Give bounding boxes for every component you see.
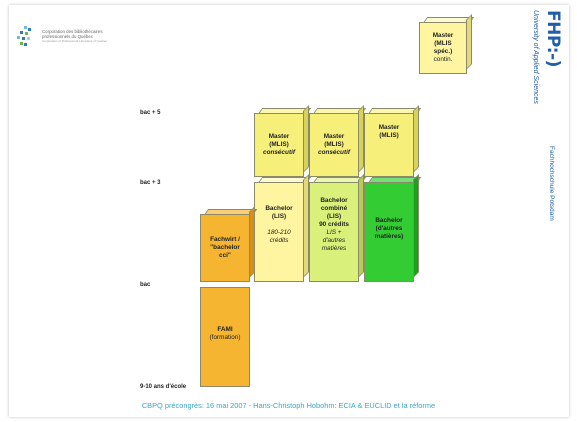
level-bac: bac — [140, 282, 151, 288]
block-line: (MLIS — [434, 40, 452, 47]
block-master-consecutif-1: Master (MLIS) consécutif — [254, 105, 312, 177]
fhp-subtitle-german: Fachhochschule Potsdam — [548, 146, 555, 221]
block-line: combiné — [320, 205, 348, 212]
block-title: Bachelor — [375, 217, 403, 224]
block-note: d'autres — [322, 237, 346, 244]
block-bachelor-autres: Bachelor (d'autres matières) — [364, 174, 422, 282]
logo-line-1: Corporation des bibliothécaires — [42, 29, 103, 34]
fhp-subtitle-english: University of Applied Sciences — [532, 10, 539, 104]
block-line: cci" — [219, 252, 231, 259]
block-master-3: Master (MLIS) — [364, 105, 422, 177]
cbpq-logo-text: Corporation des bibliothécaires professi… — [42, 29, 162, 45]
block-note: contin. — [433, 56, 453, 63]
block-note: crédits — [269, 237, 289, 244]
level-bac3: bac + 3 — [140, 180, 161, 186]
block-line: (formation) — [209, 334, 241, 341]
slide-footer: CBPQ précongrès: 16 mai 2007 - Hans-Chri… — [141, 401, 436, 410]
block-title: FAMI — [217, 326, 233, 333]
block-fami: FAMI (formation) — [200, 287, 250, 387]
block-line: (MLIS) — [324, 141, 344, 148]
logo-line-3: Corporation of Professional Librarians o… — [42, 39, 108, 44]
block-line: "bachelor — [210, 244, 240, 251]
block-line: (MLIS) — [379, 132, 399, 139]
block-fachwirt: Fachwirt / "bachelor cci" — [200, 206, 258, 282]
block-title: Master — [378, 124, 400, 131]
block-line: (LIS) — [271, 213, 287, 220]
block-line: (MLIS) — [269, 141, 289, 148]
block-title: Master — [268, 133, 290, 140]
block-bachelor-combine: Bachelor combiné (LIS) 90 crédits LIS + … — [309, 174, 367, 282]
block-title: Bachelor — [320, 197, 348, 204]
block-title: Master — [323, 133, 345, 140]
fhp-logo: FHP:-) — [543, 10, 563, 67]
level-bac5: bac + 5 — [140, 110, 161, 116]
block-line: (d'autres — [375, 225, 403, 232]
block-line: (LIS) — [326, 213, 342, 220]
block-line: matières) — [374, 233, 404, 240]
block-title: Fachwirt / — [210, 236, 240, 243]
block-master-spec: Master (MLIS spéc.) contin. — [419, 14, 475, 74]
block-line: spéc.) — [433, 48, 453, 55]
level-school: 9-10 ans d'école — [140, 384, 187, 390]
block-title: Master — [432, 32, 454, 39]
block-note: consécutif — [318, 149, 350, 156]
block-master-consecutif-2: Master (MLIS) consécutif — [309, 105, 367, 177]
block-note: matières — [321, 245, 347, 252]
block-title: Bachelor — [265, 205, 293, 212]
block-note: LIS + — [326, 229, 342, 236]
block-note: 90 crédits — [319, 221, 349, 228]
block-note: 180-210 — [267, 229, 291, 236]
cbpq-logo-icon — [17, 26, 31, 46]
block-note: consécutif — [263, 149, 295, 156]
block-bachelor-lis: Bachelor (LIS) 180-210 crédits — [254, 174, 312, 282]
logo-line-2: professionnels du Québec — [42, 34, 94, 40]
